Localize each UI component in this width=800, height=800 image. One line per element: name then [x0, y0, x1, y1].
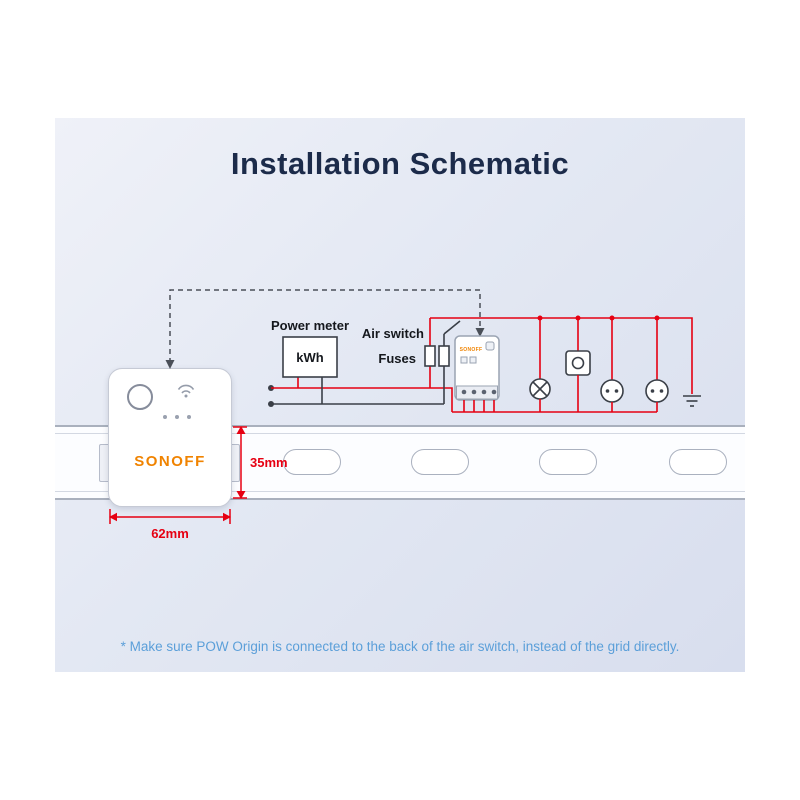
footer-note: * Make sure POW Origin is connected to t…	[120, 639, 680, 654]
device-front-view: SONOFF	[108, 368, 232, 507]
rail-slot	[669, 449, 727, 475]
sonoff-logo: SONOFF	[134, 453, 206, 470]
led-indicators	[163, 415, 207, 419]
wifi-icon	[177, 383, 195, 398]
rail-slot	[411, 449, 469, 475]
power-button	[127, 384, 153, 410]
rail-slot	[539, 449, 597, 475]
rail-slot	[283, 449, 341, 475]
page-title: Installation Schematic	[230, 146, 570, 181]
